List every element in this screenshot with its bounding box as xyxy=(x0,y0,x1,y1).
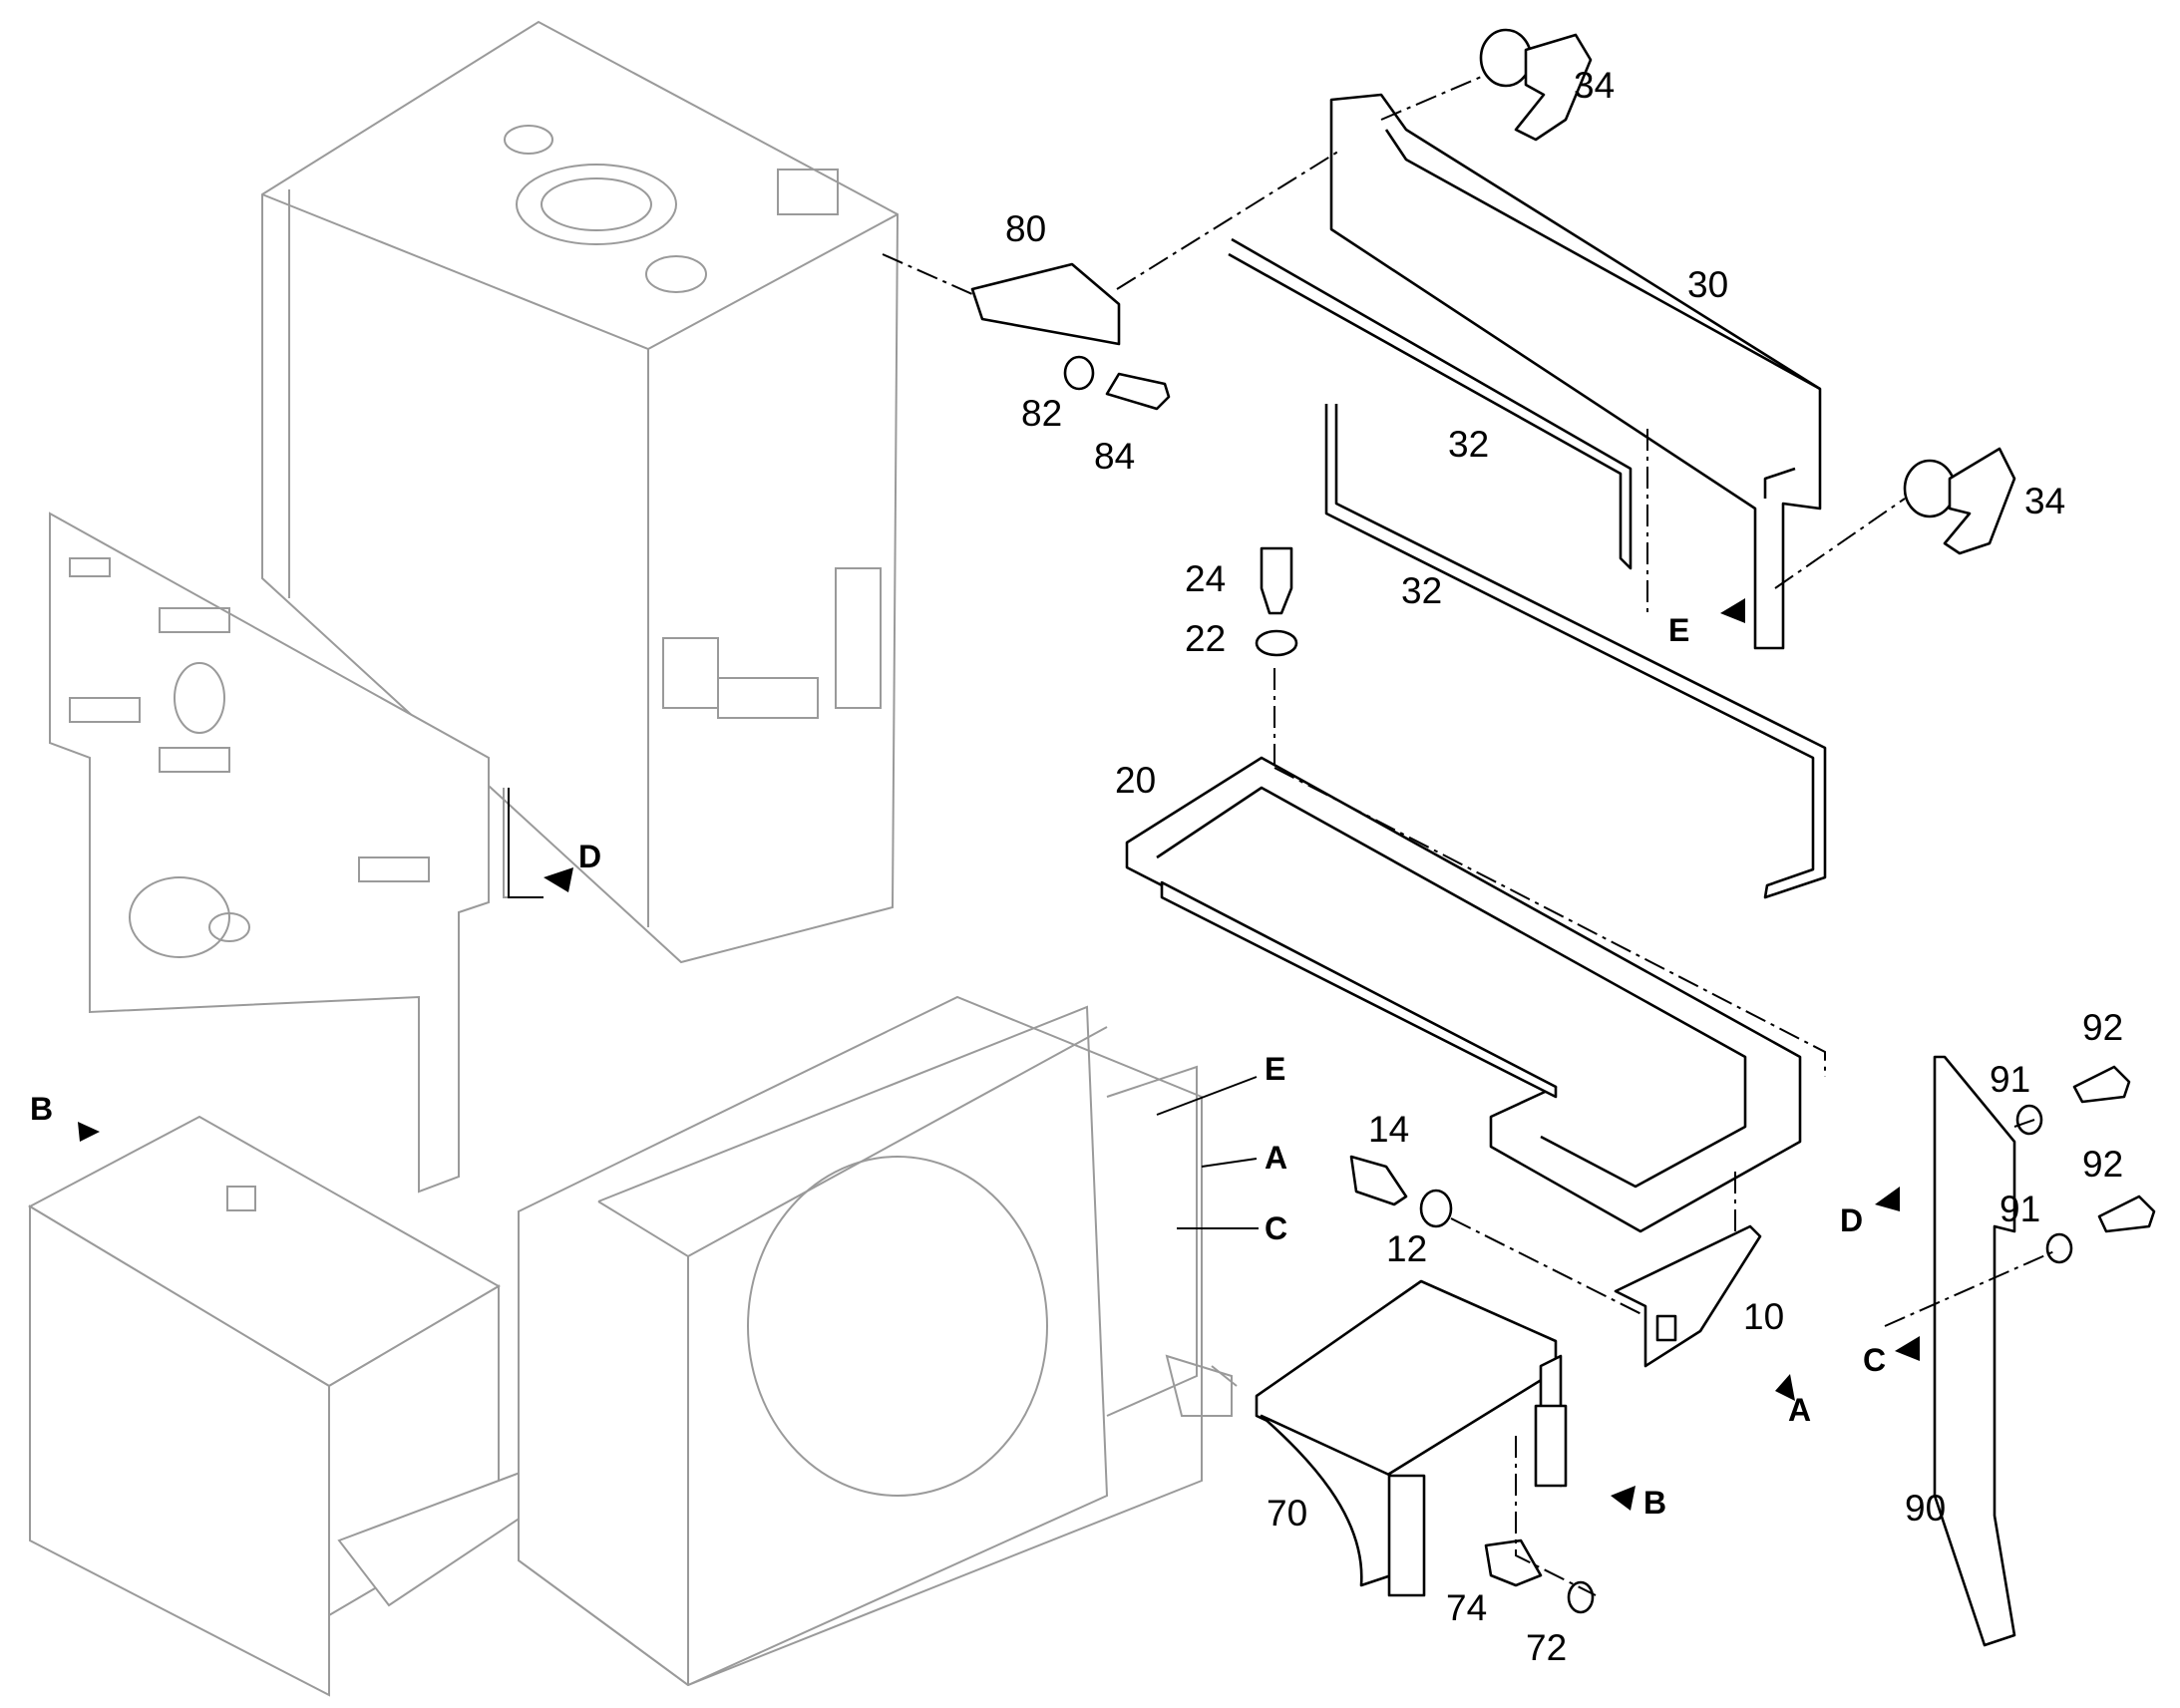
assembly-line-90-91 xyxy=(2013,1119,2035,1128)
ref-label-e-mount: E xyxy=(1265,1051,1285,1087)
strip-90 xyxy=(1933,1055,2016,1647)
bolt-84 xyxy=(1105,372,1171,411)
tank-ghost xyxy=(261,20,900,964)
bolt-92-top xyxy=(2072,1065,2131,1104)
leader-a xyxy=(1201,1158,1258,1168)
latch-34-right xyxy=(1903,447,2016,555)
part-label-32-upper: 32 xyxy=(1448,424,1489,465)
latch-34-top xyxy=(1479,28,1593,142)
washer-91-top xyxy=(2015,1104,2043,1136)
assembly-line-90-91b xyxy=(1884,1250,2055,1327)
tray-20 xyxy=(1125,756,1802,1233)
part-label-22: 22 xyxy=(1185,618,1226,659)
frame-ghost xyxy=(518,995,1238,1687)
ref-label-b-top: B xyxy=(30,1091,53,1127)
cover-30 xyxy=(1329,93,1822,650)
part-label-24: 24 xyxy=(1185,558,1226,599)
part-label-10: 10 xyxy=(1743,1296,1784,1337)
part-label-70: 70 xyxy=(1267,1493,1307,1534)
part-label-92-bottom: 92 xyxy=(2082,1144,2123,1185)
bracket-10-slot xyxy=(1655,1314,1677,1342)
assembly-line-20-frame xyxy=(1273,767,1826,1077)
assembly-line-70-74 xyxy=(1515,1436,1597,1596)
assembly-line-80-tank xyxy=(882,253,973,295)
bolt-74 xyxy=(1484,1538,1543,1587)
reference-arrow-icon xyxy=(1720,598,1745,623)
ref-label-a-mount: A xyxy=(1265,1140,1287,1176)
reference-arrow-icon xyxy=(544,867,573,892)
bracket-80 xyxy=(970,262,1121,346)
assembly-line-30-34 xyxy=(1380,74,1487,121)
part-label-84: 84 xyxy=(1094,436,1135,477)
part-label-91-bottom: 91 xyxy=(1999,1189,2040,1229)
reference-arrow-icon xyxy=(1895,1336,1920,1361)
part-label-92-top: 92 xyxy=(2082,1007,2123,1048)
reference-arrow-icon xyxy=(1611,1486,1635,1511)
part-label-74: 74 xyxy=(1446,1587,1487,1628)
bolt-24 xyxy=(1260,546,1293,615)
washer-82 xyxy=(1063,355,1095,391)
battery-box-ghost xyxy=(27,1115,570,1697)
ref-label-d-left: D xyxy=(578,839,601,874)
ref-label-b-bottom: B xyxy=(1643,1485,1666,1521)
assembly-line-14-10 xyxy=(1450,1217,1646,1317)
part-label-72: 72 xyxy=(1526,1627,1567,1668)
washer-22 xyxy=(1255,629,1298,657)
part-label-80: 80 xyxy=(1005,208,1046,249)
part-label-32-lower: 32 xyxy=(1401,570,1442,611)
rod-32b xyxy=(1324,404,1827,899)
reference-arrow-icon xyxy=(1875,1187,1900,1211)
ref-label-d-right: D xyxy=(1840,1202,1863,1238)
rod-32a xyxy=(1228,237,1633,570)
part-label-82: 82 xyxy=(1021,393,1062,434)
assembly-line-34-right xyxy=(1774,498,1906,589)
part-label-12: 12 xyxy=(1386,1228,1427,1269)
assembly-line-80-30 xyxy=(1116,149,1342,290)
part-label-20: 20 xyxy=(1115,760,1156,801)
ref-label-a-arrow: A xyxy=(1788,1392,1811,1428)
reference-arrow-icon xyxy=(1775,1374,1795,1401)
part-label-90: 90 xyxy=(1905,1488,1946,1529)
leader-e xyxy=(1156,1076,1258,1116)
part-label-30: 30 xyxy=(1687,264,1728,305)
part-label-34-top: 34 xyxy=(1574,65,1615,106)
ref-label-e-arrow: E xyxy=(1668,612,1689,648)
washer-91-bottom xyxy=(2045,1232,2073,1264)
ref-label-c-arrow: C xyxy=(1863,1342,1886,1378)
bracket-10 xyxy=(1614,1224,1762,1368)
part-label-14: 14 xyxy=(1368,1109,1409,1150)
ref-label-c-mount: C xyxy=(1265,1210,1287,1246)
reference-arrow-icon xyxy=(78,1122,100,1142)
support-70 xyxy=(1255,1279,1568,1597)
part-label-34-right: 34 xyxy=(2024,481,2065,521)
bolt-92-bottom xyxy=(2097,1195,2156,1233)
back-plate-ghost xyxy=(49,512,539,1194)
bolt-14 xyxy=(1349,1155,1408,1206)
washer-12 xyxy=(1419,1189,1453,1228)
part-label-91-top: 91 xyxy=(1990,1059,2030,1100)
d-bracket-line xyxy=(508,788,544,898)
